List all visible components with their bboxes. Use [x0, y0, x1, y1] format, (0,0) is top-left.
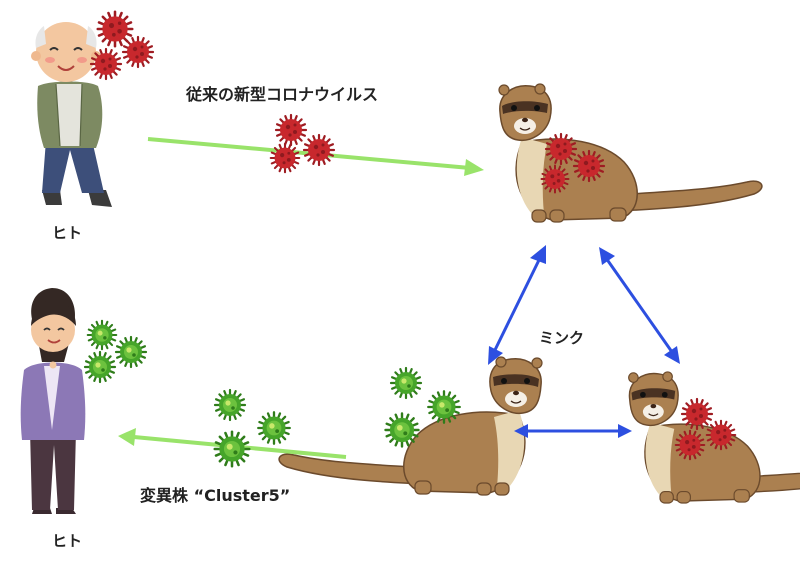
mink-label: ミンク: [539, 329, 585, 347]
human-label-top: ヒト: [52, 224, 83, 242]
original-virus-label: 従来の新型コロナウイルス: [186, 85, 379, 104]
mink-arrow-horizontal: [514, 424, 632, 438]
red-virus-cluster-arrow: [269, 113, 336, 174]
mink-arrow-right-diagonal: [599, 247, 680, 364]
woman-illustration: [20, 288, 86, 514]
mink-illustration-top: [498, 83, 763, 223]
human-label-bottom: ヒト: [52, 532, 83, 550]
variant-label: 変異株 “Cluster5”: [140, 486, 291, 505]
green-virus-cluster-woman: [83, 319, 148, 384]
red-virus-cluster-man: [89, 10, 155, 81]
elderly-man-illustration: [31, 22, 112, 207]
green-virus-cluster-arrow: [213, 388, 291, 468]
mink-arrow-left-diagonal: [488, 245, 546, 365]
